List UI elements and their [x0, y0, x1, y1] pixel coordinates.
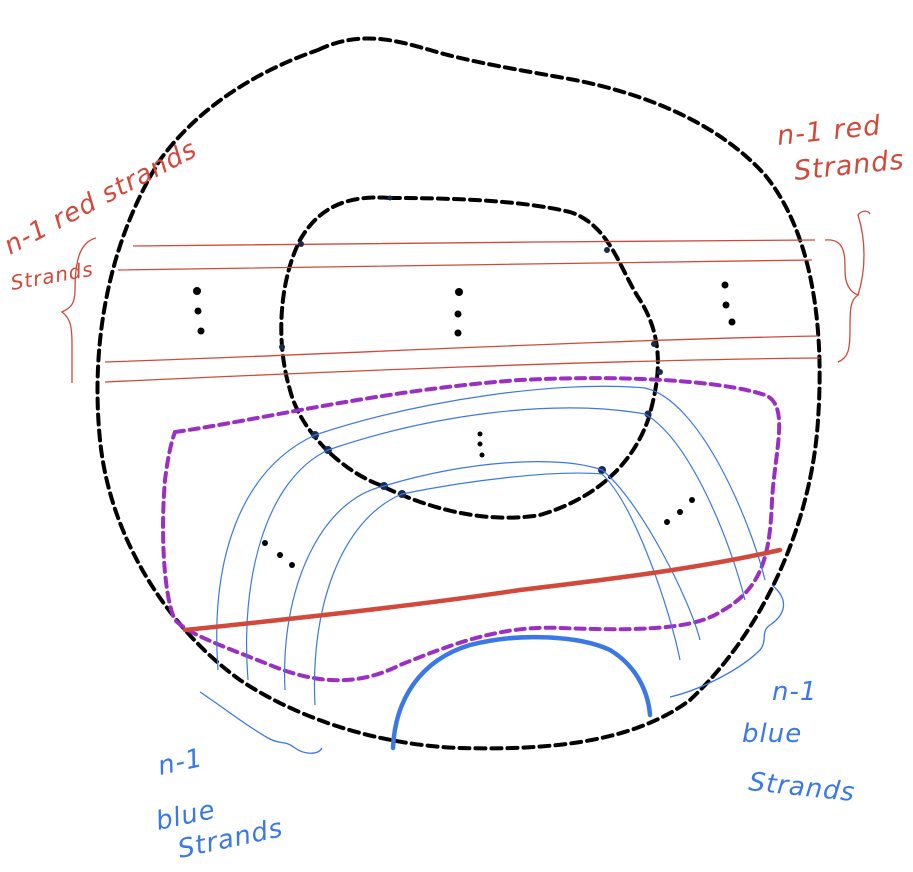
thick-red-strand — [182, 547, 783, 633]
label-bottom-right-line3: Strands — [747, 767, 856, 808]
blue-strands — [216, 385, 766, 706]
label-top-left-2: Strands — [9, 257, 96, 295]
label-bottom-right-line2: blue — [742, 719, 802, 749]
purple-dashed-region — [161, 376, 782, 683]
label-top-left-line1: n-1 red strands — [0, 134, 202, 261]
inner-dashed-circle — [279, 195, 660, 520]
label-top-right-line1: n-1 red — [775, 110, 882, 152]
right-red-brace — [824, 239, 860, 363]
blue-strand-dots — [262, 431, 695, 568]
label-top-right-2: Strands — [792, 145, 905, 187]
label-bottom-right-3: Strands — [747, 767, 856, 808]
label-top-right: n-1 red — [775, 110, 882, 152]
outer-dashed-circle — [95, 36, 822, 751]
label-bottom-left-line1: n-1 — [155, 743, 206, 782]
red-strands — [104, 239, 821, 383]
right-blue-brace — [669, 584, 785, 698]
left-blue-brace — [199, 691, 323, 754]
label-bottom-right-2: blue — [742, 719, 802, 749]
label-bottom-right-line1: n-1 — [772, 677, 817, 707]
label-top-left-line2: Strands — [9, 257, 96, 295]
right-red-brace-hook — [857, 210, 871, 296]
red-strand-dots — [193, 281, 736, 337]
label-top-left: n-1 red strands — [0, 134, 202, 261]
label-bottom-left: n-1 — [155, 743, 206, 782]
label-top-right-line2: Strands — [792, 145, 905, 187]
thick-blue-arc — [390, 634, 653, 751]
left-red-brace — [60, 237, 97, 383]
label-bottom-right: n-1 — [772, 677, 817, 707]
